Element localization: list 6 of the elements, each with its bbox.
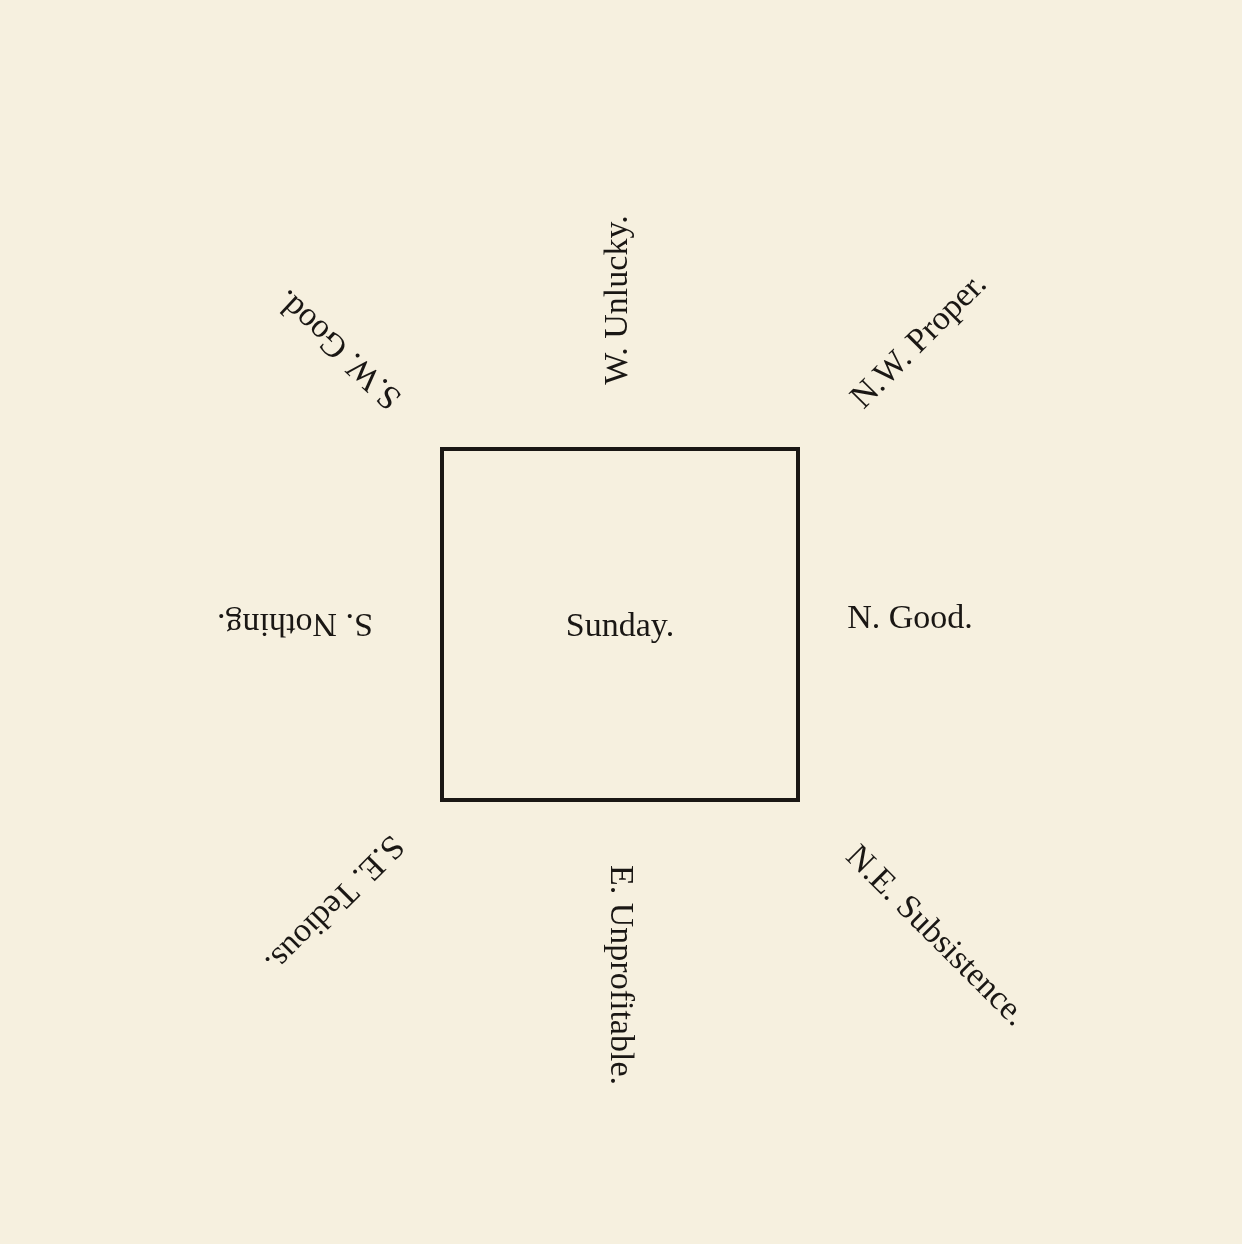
direction-label: W. Unlucky.	[599, 215, 633, 385]
day-square	[440, 447, 800, 802]
direction-label: S. Nothing.	[217, 608, 373, 642]
direction-label: N. Good.	[847, 600, 973, 634]
day-label: Sunday.	[565, 607, 675, 642]
direction-label: E. Unprofitable.	[605, 865, 639, 1085]
